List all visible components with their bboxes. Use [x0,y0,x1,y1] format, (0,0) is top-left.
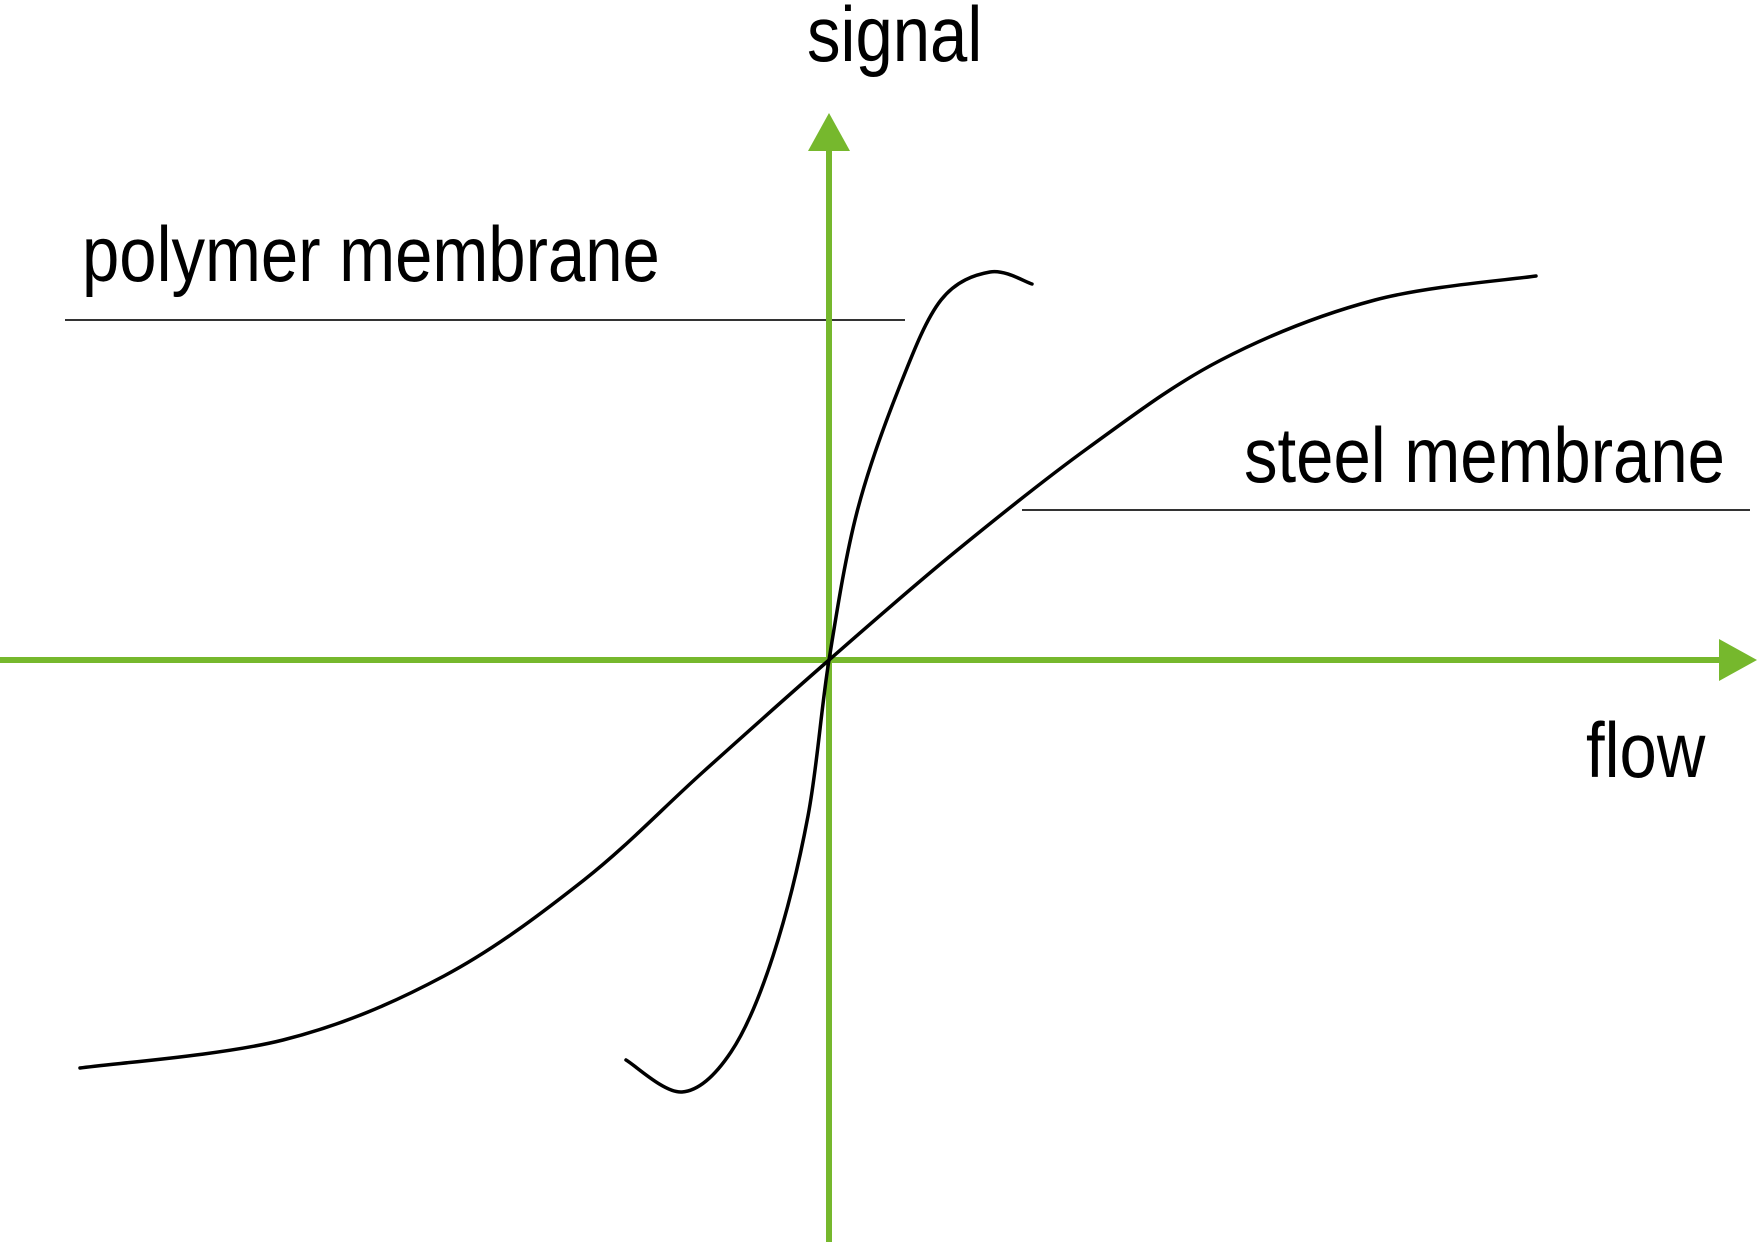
steel-membrane-label: steel membrane [1244,411,1725,499]
y-axis-label: signal [807,0,983,78]
x-axis-label: flow [1586,706,1706,794]
steel-membrane-curve [78,274,1538,1070]
x-axis-arrowhead [1719,639,1757,681]
y-axis-arrowhead [808,113,850,151]
y-axis [808,113,850,1242]
polymer-membrane-curve [624,269,1034,1094]
polymer-membrane-label: polymer membrane [82,210,660,298]
x-axis [0,639,1757,681]
